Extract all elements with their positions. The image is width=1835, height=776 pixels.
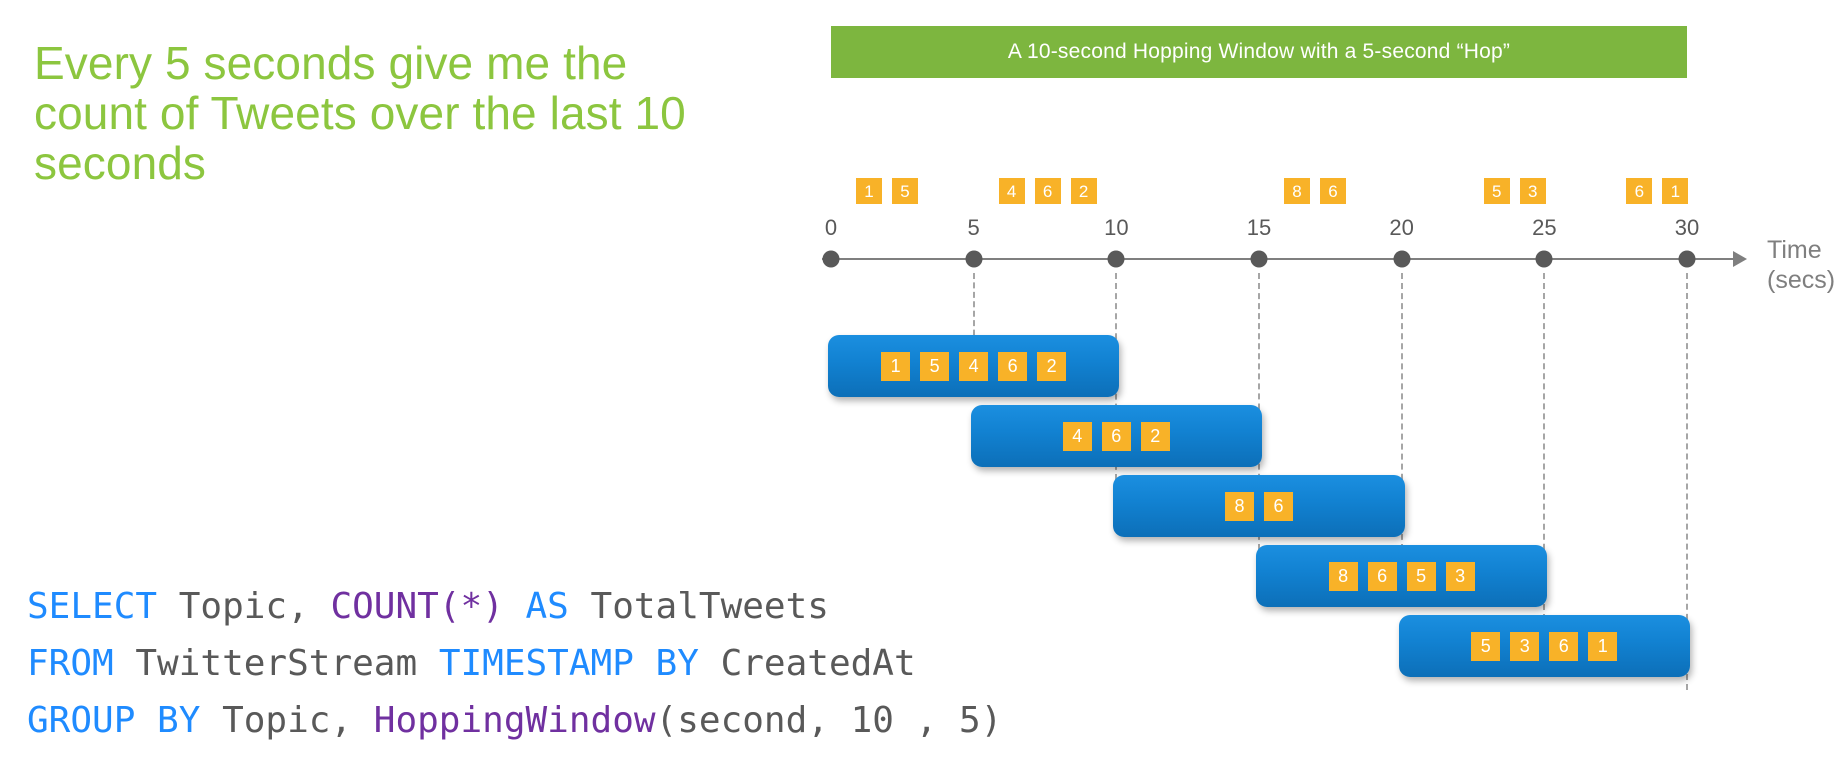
timeline-tick-dot	[965, 250, 983, 268]
banner-label: A 10-second Hopping Window with a 5-seco…	[1007, 40, 1511, 63]
timeline-tick-dot	[1678, 250, 1696, 268]
axis-caption: Time (secs)	[1767, 236, 1835, 294]
timeline-drop-line	[972, 273, 975, 345]
timeline-arrow-icon	[1733, 251, 1747, 267]
window-chip: 4	[1062, 421, 1092, 451]
window-chip: 2	[1140, 421, 1170, 451]
event-chip: 1	[1662, 178, 1689, 204]
event-chip: 6	[1034, 178, 1061, 204]
window-chip: 5	[1406, 561, 1436, 591]
window-chip: 6	[1549, 631, 1579, 661]
sql-keyword-select: SELECT	[27, 586, 158, 627]
event-chip: 2	[1070, 178, 1097, 204]
timeline-tick-label: 30	[1674, 215, 1700, 240]
sql-keyword-group-by: GROUP BY	[27, 700, 201, 741]
timeline-drop-line	[1400, 273, 1403, 560]
window-chip: 8	[1224, 491, 1254, 521]
window-chip: 2	[1037, 351, 1067, 381]
window-chip: 5	[920, 351, 950, 381]
sql-identifier-createdat: CreatedAt	[698, 643, 916, 684]
window-chip: 6	[998, 351, 1028, 381]
sql-identifier-stream: TwitterStream	[113, 643, 439, 684]
sql-keyword-timestamp-by: TIMESTAMP BY	[438, 643, 699, 684]
sql-identifier-topic-2: Topic,	[200, 700, 374, 741]
event-chip: 5	[1483, 178, 1510, 204]
sql-function-count: COUNT(*)	[330, 586, 504, 627]
window-chip: 8	[1328, 561, 1358, 591]
window-chip: 3	[1445, 561, 1475, 591]
window-chip: 1	[881, 351, 911, 381]
sql-line-1: SELECT Topic, COUNT(*) AS TotalTweets	[27, 578, 1002, 635]
sql-function-args: (second, 10 , 5)	[655, 700, 1003, 741]
event-chip: 6	[1320, 178, 1346, 204]
page-title: Every 5 seconds give me the count of Twe…	[34, 37, 699, 189]
window-chip: 1	[1588, 631, 1618, 661]
sql-keyword-from: FROM	[27, 643, 114, 684]
timeline-tick-label: 10	[1104, 215, 1129, 240]
timeline-drop-line	[1543, 273, 1546, 630]
timeline-tick-dot	[1107, 250, 1125, 268]
timeline-tick-label: 15	[1246, 215, 1272, 240]
sql-identifier-alias: TotalTweets	[590, 586, 829, 627]
sql-identifier-topic: Topic,	[157, 586, 331, 627]
sql-line-2: FROM TwitterStream TIMESTAMP BY CreatedA…	[27, 635, 1002, 692]
event-chip: 5	[892, 178, 918, 204]
window-chip: 6	[1101, 421, 1131, 451]
timeline-tick-label: 25	[1532, 215, 1557, 240]
event-chip: 3	[1519, 178, 1546, 204]
banner: A 10-second Hopping Window with a 5-seco…	[831, 26, 1687, 78]
event-chip: 1	[856, 178, 882, 204]
window-chip: 6	[1367, 561, 1397, 591]
timeline-tick-dot	[1250, 250, 1268, 268]
window-chip: 6	[1263, 491, 1293, 521]
timeline-axis	[822, 258, 1742, 260]
timeline-tick-label: 20	[1389, 215, 1414, 240]
event-chip: 4	[998, 178, 1025, 204]
sql-function-hoppingwindow: HoppingWindow	[373, 700, 656, 741]
timeline-drop-line	[1686, 273, 1688, 690]
sql-line-3: GROUP BY Topic, HoppingWindow(second, 10…	[27, 692, 1002, 749]
timeline-tick-dot	[1535, 250, 1553, 268]
window-chip: 5	[1471, 631, 1501, 661]
window-chip: 4	[959, 351, 989, 381]
sql-keyword-as: AS	[503, 586, 591, 627]
event-chip: 6	[1626, 178, 1653, 204]
timeline-tick-dot	[822, 250, 840, 268]
timeline-tick-label: 0	[824, 215, 838, 240]
timeline-tick-dot	[1393, 250, 1411, 268]
event-chip: 8	[1284, 178, 1310, 204]
timeline-tick-label: 5	[967, 215, 980, 240]
window-chip: 3	[1510, 631, 1540, 661]
